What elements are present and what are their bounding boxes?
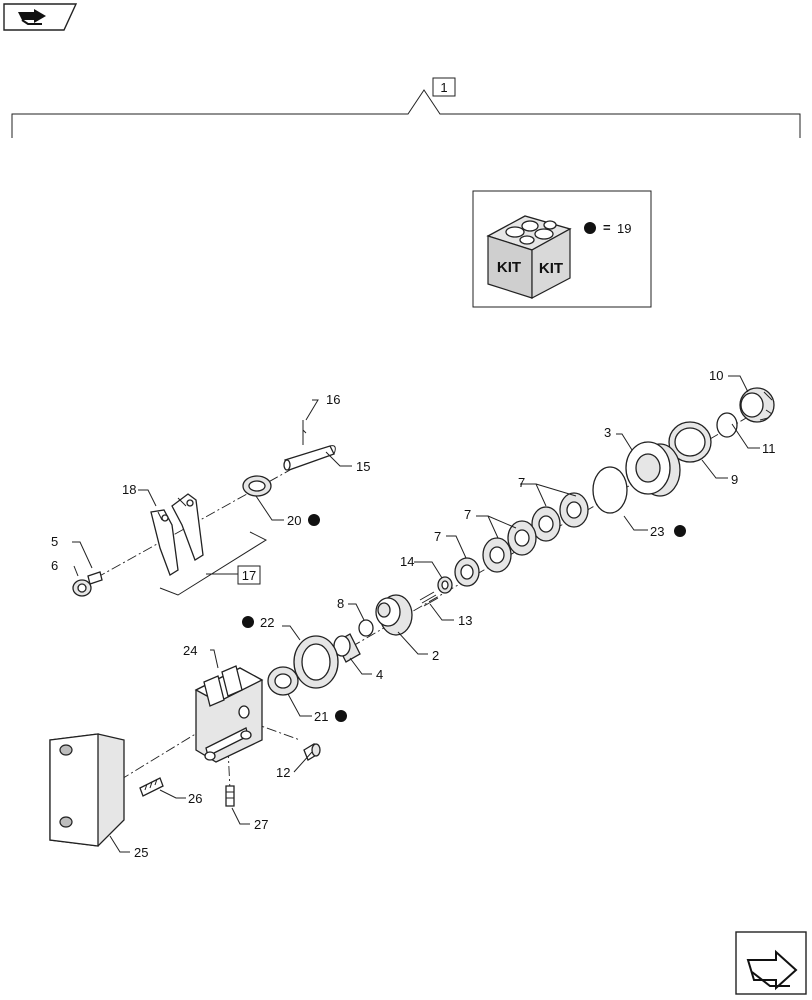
callout-25: 25 [134, 845, 148, 860]
callout-2: 2 [432, 648, 439, 663]
callout-3: 3 [604, 425, 611, 440]
kit-dot-21-icon [335, 710, 347, 722]
washer-20 [242, 475, 272, 497]
filled-dot-icon [584, 222, 596, 234]
callout-27: 27 [254, 817, 268, 832]
kit-dot-23-icon [674, 525, 686, 537]
sleeve-4 [333, 633, 361, 663]
callout-7-c: 7 [434, 529, 441, 544]
o-ring-11 [716, 412, 738, 438]
callout-5: 5 [51, 534, 58, 549]
ring-8 [358, 619, 374, 637]
bolt-5 [87, 571, 103, 585]
callout-20: 20 [287, 513, 301, 528]
back-to-index-arrow-icon[interactable] [3, 3, 78, 31]
seal-22 [293, 635, 339, 689]
callout-6: 6 [51, 558, 58, 573]
callout-18: 18 [122, 482, 136, 497]
callout-11: 11 [762, 441, 776, 456]
levers-18 [150, 493, 204, 576]
callout-labels: 10 11 9 3 23 7 7 7 14 13 2 8 4 22 21 20 … [51, 368, 776, 860]
assembly-callout-1: 1 [440, 80, 447, 95]
callout-15: 15 [356, 459, 370, 474]
callout-12: 12 [276, 765, 290, 780]
fitting-27 [225, 785, 235, 807]
callout-7-b: 7 [464, 507, 471, 522]
callout-24: 24 [183, 643, 197, 658]
callout-9: 9 [731, 472, 738, 487]
callout-17: 17 [242, 568, 256, 583]
snap-ring-9 [668, 421, 712, 463]
next-page-arrow-icon[interactable] [735, 931, 807, 995]
assembly-bracket: 1 [11, 77, 801, 138]
nut-10 [739, 387, 775, 423]
screw-26 [139, 777, 164, 797]
washer-7-c [507, 520, 537, 556]
washer-7-a [559, 492, 589, 528]
callout-8: 8 [337, 596, 344, 611]
washer-21 [267, 666, 299, 696]
callout-7-a: 7 [518, 475, 525, 490]
kit-equals: = [603, 220, 611, 235]
washer-7-b [531, 506, 561, 542]
callout-10: 10 [709, 368, 723, 383]
clip-16 [302, 420, 307, 445]
washer-7-e [454, 557, 480, 587]
piston-2 [375, 594, 413, 636]
kit-dot-20-icon [308, 514, 320, 526]
nut-6 [72, 579, 92, 597]
kit-text-right: KIT [539, 260, 563, 277]
leader-lines [72, 375, 760, 853]
bracket-17-line [159, 531, 268, 596]
kit-text-left: KIT [497, 259, 521, 276]
callout-14: 14 [400, 554, 414, 569]
kit-legend: KIT KIT = 19 [472, 190, 652, 308]
callout-4: 4 [376, 667, 383, 682]
callout-13: 13 [458, 613, 472, 628]
spring-13 [419, 591, 439, 607]
kit-item-19: 19 [617, 221, 631, 236]
callout-22: 22 [260, 615, 274, 630]
nut-14 [437, 576, 453, 594]
o-ring-23 [592, 466, 628, 514]
washer-7-d [482, 537, 512, 573]
callout-23: 23 [650, 524, 664, 539]
fitting-12 [303, 743, 321, 761]
kit-box-icon: KIT KIT [486, 215, 572, 299]
callout-16: 16 [326, 392, 340, 407]
housing-24 [194, 665, 264, 763]
callout-21: 21 [314, 709, 328, 724]
callout-26: 26 [188, 791, 202, 806]
kit-dot-22-icon [242, 616, 254, 628]
cup-3 [625, 441, 681, 497]
pin-15 [283, 445, 336, 471]
cover-plate-25 [49, 733, 125, 847]
